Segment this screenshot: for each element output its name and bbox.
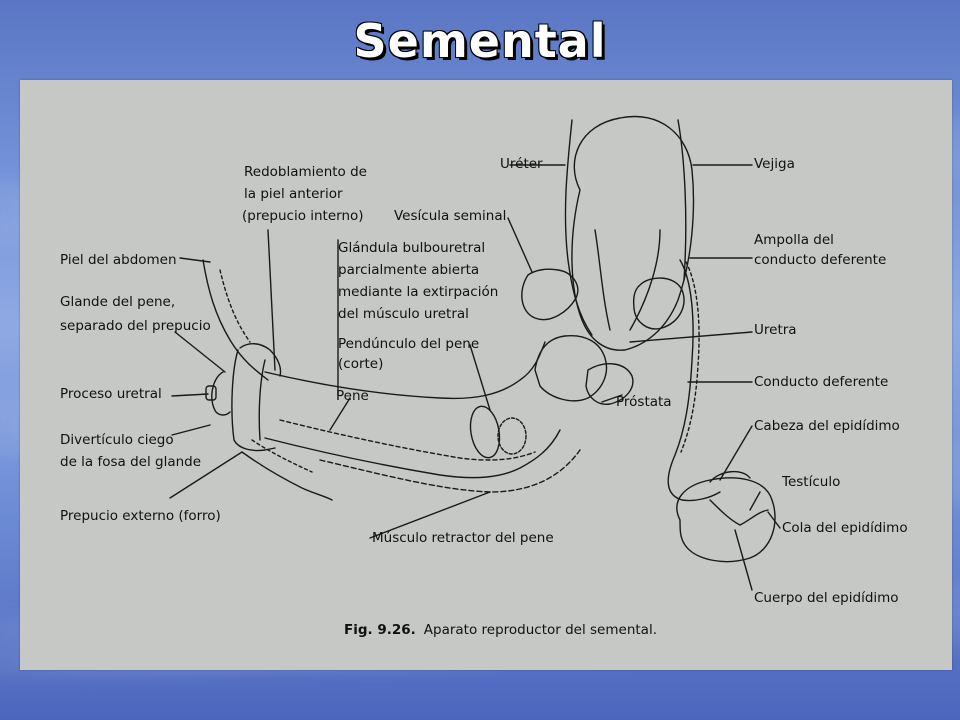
bulbourethral-gland-shape (534, 335, 608, 402)
leader-musculo-retractor (369, 491, 491, 539)
figure-caption-text: Aparato reproductor del semental. (423, 622, 657, 638)
ureter-left (564, 119, 593, 336)
urethra-dashed (279, 419, 536, 461)
leader-cabeza-epididimo (719, 425, 753, 481)
label-cuerpo-epididimo: Cuerpo del epidídimo (754, 590, 899, 606)
epididymis-body-line (709, 499, 741, 526)
label-glandula-3: mediante la extirpación (338, 284, 499, 300)
leader-pendunculo (469, 344, 491, 411)
label-pene: Pene (336, 388, 369, 404)
prepuce-ring (258, 359, 266, 441)
penis-upper-contour (264, 341, 546, 400)
glans-tip (211, 371, 231, 416)
ureter-right (677, 119, 687, 281)
leader-cuerpo-epididimo (734, 529, 753, 591)
label-glandula-2: parcialmente abierta (338, 262, 480, 278)
label-vesicula-seminal: Vesícula seminal (394, 208, 507, 224)
abdomen-skin-inner (219, 269, 251, 343)
label-piel-abdomen: Piel del abdomen (60, 252, 177, 268)
leader-diverticulo (171, 424, 211, 436)
label-musculo-retractor: Músculo retractor del pene (372, 530, 554, 546)
label-ampolla-1: Ampolla del (754, 232, 834, 248)
leader-redoblamiento (267, 229, 276, 371)
leader-prostata (601, 394, 623, 403)
testicle-shape (676, 477, 776, 563)
label-prepucio-externo: Prepucio externo (forro) (60, 508, 221, 524)
penis-crus-inner (497, 417, 527, 455)
anatomy-drawing (169, 115, 781, 591)
label-cabeza-epididimo: Cabeza del epidídimo (754, 418, 900, 434)
leader-prepucio-externo (169, 451, 243, 499)
abdomen-skin-line (202, 259, 269, 381)
label-redoblamiento-1: Redoblamiento de (244, 164, 367, 180)
epididymis-head-shape (709, 471, 751, 483)
ductus-deferens-line (667, 259, 721, 502)
label-glande-1: Glande del pene, (60, 294, 176, 310)
figure-caption: Fig. 9.26. Aparato reproductor del sement… (344, 622, 657, 638)
leader-vesicula-seminal (507, 217, 533, 273)
label-ureter: Uréter (500, 156, 543, 172)
leader-piel-abdomen (179, 257, 211, 263)
ampulla-right (629, 229, 661, 331)
urethral-process-shape (205, 385, 217, 401)
ductus-deferens-inner (680, 261, 700, 453)
penis-lower-contour (264, 429, 561, 479)
epididymis-tail-line (739, 509, 769, 526)
label-cola-epididimo: Cola del epidídimo (782, 520, 908, 536)
label-testiculo: Testículo (782, 474, 841, 490)
seminal-vesicle-left (521, 268, 579, 321)
label-glande-2: separado del prepucio (60, 318, 211, 334)
label-redoblamiento-2: la piel anterior (244, 186, 343, 202)
leader-pene (329, 397, 351, 431)
prostate-shape (585, 363, 634, 405)
retractor-muscle-line (319, 449, 581, 493)
label-uretra: Uretra (754, 322, 797, 338)
label-glandula-1: Glándula bulbouretral (338, 240, 486, 256)
prepuce-lower-skin (241, 451, 333, 501)
penis-crus-cut (469, 405, 501, 459)
label-ampolla-2: conducto deferente (754, 252, 887, 268)
figure-caption-number: Fig. 9.26. (344, 622, 416, 638)
prepuce-fold-top (239, 343, 282, 377)
slide-title: Semental (353, 14, 607, 68)
leader-glande (174, 331, 226, 373)
label-diverticulo-1: Divertículo ciego (60, 432, 174, 448)
label-conducto-deferente: Conducto deferente (754, 374, 889, 390)
label-pendunculo-1: Pendúnculo del pene (338, 336, 480, 352)
leader-testiculo (749, 491, 761, 511)
label-pendunculo-2: (corte) (338, 356, 384, 372)
leader-proceso-uretral (171, 393, 209, 397)
label-diverticulo-2: de la fosa del glande (60, 454, 202, 470)
leader-cola-epididimo (767, 511, 781, 529)
label-proceso-uretral: Proceso uretral (60, 386, 162, 402)
ampulla-left (594, 229, 611, 331)
anatomy-figure-panel: Redoblamiento de la piel anterior (prepu… (20, 80, 952, 670)
label-vejiga: Vejiga (754, 156, 795, 172)
label-redoblamiento-3: (prepucio interno) (242, 208, 364, 224)
label-prostata: Próstata (616, 394, 672, 410)
label-glandula-4: del músculo uretral (338, 306, 469, 322)
prepuce-lower-inner (251, 439, 313, 473)
prepuce-sheath (231, 349, 276, 452)
seminal-vesicle-right (632, 277, 685, 330)
leader-uretra (629, 331, 753, 343)
bladder-shape (571, 115, 695, 351)
